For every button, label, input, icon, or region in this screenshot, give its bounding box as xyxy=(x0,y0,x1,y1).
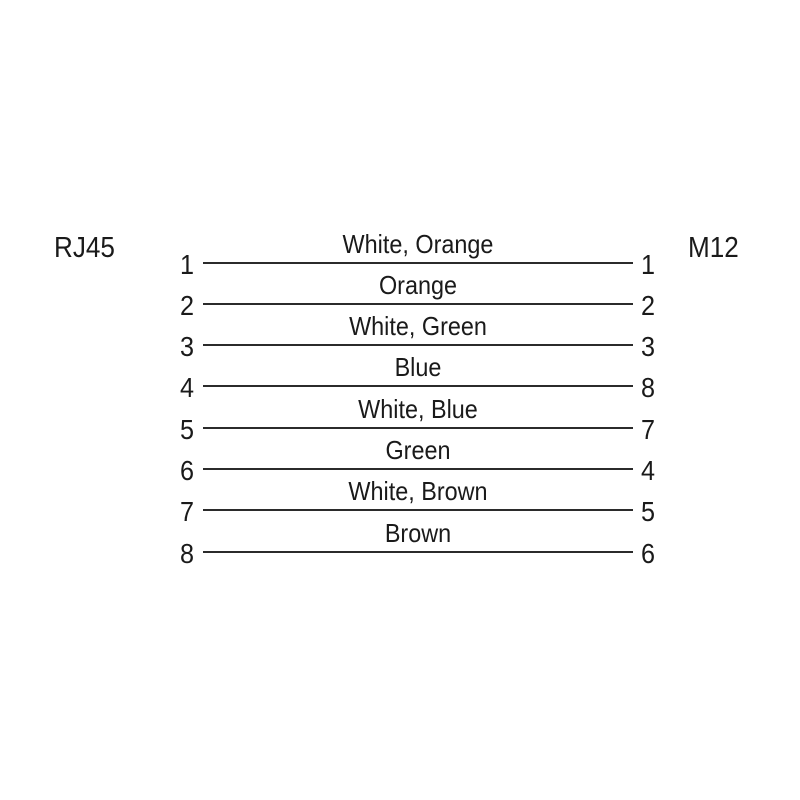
left-pin-number: 5 xyxy=(179,414,194,445)
right-connector-label: M12 xyxy=(688,232,739,264)
wire-line xyxy=(203,468,633,470)
wire-color-label: Orange xyxy=(378,270,458,300)
left-pin-number: 6 xyxy=(179,455,194,486)
left-pin-number: 3 xyxy=(179,331,194,362)
wire-line xyxy=(203,303,633,305)
right-pin-number: 1 xyxy=(641,249,656,280)
left-pin-number: 2 xyxy=(179,290,194,321)
right-pin-number: 6 xyxy=(641,538,656,569)
wire-line xyxy=(203,509,633,511)
wire-color-label: Brown xyxy=(384,518,452,548)
wire-line xyxy=(203,385,633,387)
wire-color-label: White, Green xyxy=(349,311,487,341)
wire-color-label: White, Blue xyxy=(358,394,478,424)
right-pin-number: 4 xyxy=(641,455,656,486)
left-pin-number: 4 xyxy=(179,372,194,403)
right-pin-number: 5 xyxy=(641,496,656,527)
wire-color-label: White, Orange xyxy=(342,229,494,259)
right-pin-number: 2 xyxy=(641,290,656,321)
left-pin-number: 1 xyxy=(179,249,194,280)
wire-color-label: Blue xyxy=(394,352,442,382)
left-pin-number: 7 xyxy=(179,496,194,527)
left-connector-label: RJ45 xyxy=(54,232,115,264)
right-pin-number: 8 xyxy=(641,372,656,403)
wire-color-label: Green xyxy=(385,435,451,465)
wire-line xyxy=(203,551,633,553)
wire-line xyxy=(203,427,633,429)
wire-color-label: White, Brown xyxy=(348,476,488,506)
right-pin-number: 7 xyxy=(641,414,656,445)
right-pin-number: 3 xyxy=(641,331,656,362)
left-pin-number: 8 xyxy=(179,538,194,569)
wire-line xyxy=(203,262,633,264)
wire-line xyxy=(203,344,633,346)
